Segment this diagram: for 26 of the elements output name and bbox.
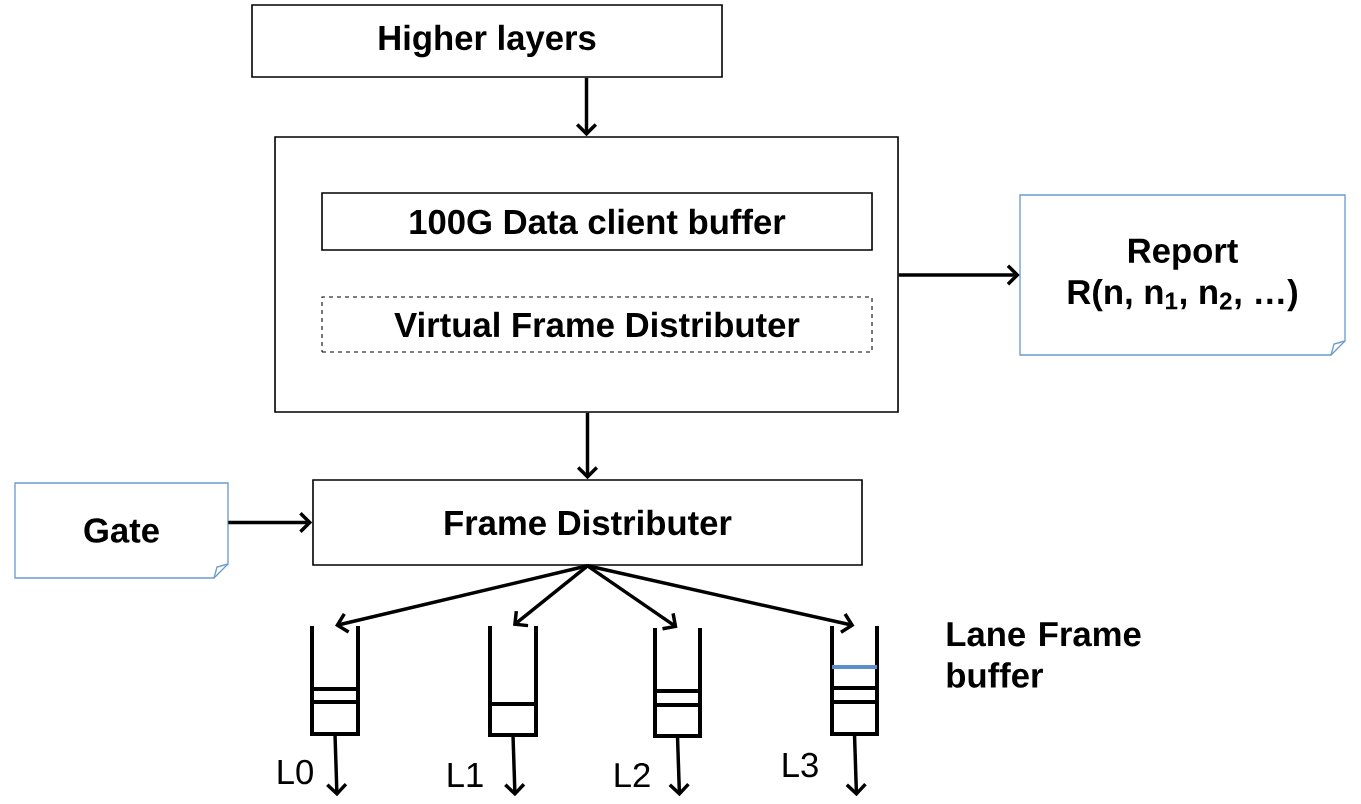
lane-buffer <box>653 628 702 738</box>
arrow <box>335 564 588 634</box>
note-box: Gate <box>14 482 229 579</box>
process-box: Higher layers <box>251 4 723 78</box>
arrow <box>326 734 348 797</box>
process-box: Virtual Frame Distributer <box>321 296 873 353</box>
arrow <box>845 734 867 797</box>
arrow <box>898 264 1020 286</box>
arrow <box>575 77 598 137</box>
lane-label: L2 <box>615 762 650 788</box>
lane-buffer <box>310 626 360 736</box>
arrow <box>228 511 313 534</box>
lane-label: L0 <box>278 759 313 785</box>
arrow <box>504 735 526 797</box>
label-text: Lane Frame buffer <box>947 622 1141 688</box>
arrow <box>513 564 589 628</box>
note-box: Report R(n, n$_{1}$, n$_{2}$, …) <box>1019 194 1346 356</box>
arrow <box>576 412 599 480</box>
arrow <box>587 564 855 634</box>
lane-label: L3 <box>783 752 818 778</box>
process-box: 100G Data client buffer <box>321 192 873 251</box>
lane-buffer <box>488 626 538 737</box>
process-box: Frame Distributer <box>312 479 863 566</box>
arrow <box>668 736 690 797</box>
lane-buffer <box>830 626 879 736</box>
lane-label: L1 <box>448 763 483 787</box>
